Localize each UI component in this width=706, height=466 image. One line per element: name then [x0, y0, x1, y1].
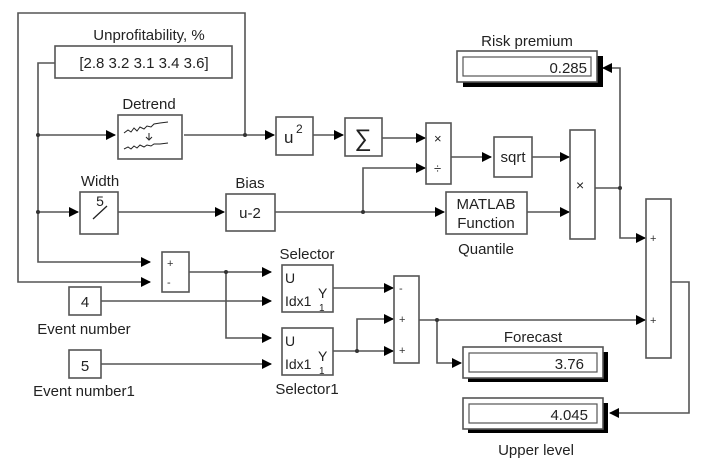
risk-premium-value: 0.285: [549, 60, 587, 77]
forecast-value: 3.76: [555, 356, 584, 373]
sqrt-block[interactable]: sqrt: [493, 136, 533, 178]
width-block[interactable]: Width 5: [79, 173, 119, 235]
matlab-line2: Function: [457, 215, 515, 232]
wire-bias-divide: [362, 163, 426, 212]
product-sign: ×: [576, 177, 584, 193]
wire-const-out: [37, 62, 151, 267]
selector1-port-u: U: [285, 333, 295, 349]
signal-lines: [17, 12, 690, 418]
detrend-block[interactable]: Detrend: [117, 96, 183, 160]
unprofitability-label: Unprofitability, %: [93, 27, 204, 44]
divide-sign: ÷: [434, 161, 441, 176]
width-value: 5: [96, 193, 104, 209]
selector1-port-y: Y: [318, 348, 328, 364]
wire-loop-top: [17, 12, 246, 287]
upper-level-display[interactable]: 4.045 Upper level: [462, 397, 608, 459]
square-block[interactable]: u 2: [275, 116, 314, 156]
detrend-label: Detrend: [122, 96, 175, 113]
bias-label: Bias: [235, 175, 264, 192]
selector1-port-idx: Idx1: [285, 356, 312, 372]
sum3-sign2: +: [399, 314, 405, 326]
square-text: u: [284, 128, 293, 147]
forecast-display[interactable]: Forecast 3.76: [462, 329, 608, 382]
selector-port-y: Y: [318, 285, 328, 301]
selector1-block[interactable]: U Idx1 Y 1 Selector1: [275, 327, 339, 398]
wire-to-risk-premium: [602, 63, 621, 188]
unprofitability-value: [2.8 3.2 3.1 3.4 3.6]: [79, 55, 208, 72]
event-number1-label: Event number1: [33, 383, 135, 400]
product-divide-block[interactable]: × ÷: [425, 122, 452, 185]
bias-text: u-2: [239, 205, 261, 222]
width-label: Width: [81, 173, 119, 190]
wire-to-sum2-plus1: [619, 188, 646, 243]
sum3-sign1: -: [399, 283, 403, 295]
unprofitability-constant-block[interactable]: Unprofitability, % [2.8 3.2 3.1 3.4 3.6]: [54, 27, 233, 79]
selector-port-u: U: [285, 270, 295, 286]
wire-sum3-forecast: [436, 320, 462, 368]
event-number-constant[interactable]: 4 Event number: [37, 286, 131, 338]
matlab-line1: MATLAB: [457, 196, 516, 213]
square-exponent: 2: [296, 122, 303, 136]
sum-of-elements-block[interactable]: ∑: [344, 117, 383, 157]
selector-label: Selector: [279, 246, 334, 263]
junctions: [36, 133, 622, 353]
risk-premium-label: Risk premium: [481, 33, 573, 50]
selector-port-idx: Idx1: [285, 293, 312, 309]
sum2-sign2: +: [650, 315, 656, 327]
selector-port-y-sub: 1: [319, 303, 325, 314]
width-slash-icon: [92, 205, 108, 220]
quantile-label: Quantile: [458, 241, 514, 258]
sigma-icon: ∑: [354, 125, 371, 152]
event-number-value: 4: [81, 294, 89, 311]
risk-premium-display[interactable]: Risk premium 0.285: [456, 33, 603, 87]
multiply-sign: ×: [434, 131, 442, 146]
sum2-block[interactable]: + +: [645, 198, 672, 359]
event-number1-value: 5: [81, 358, 89, 375]
wire-to-selector1-u: [225, 272, 272, 343]
sum2-sign1: +: [650, 233, 656, 245]
bias-block[interactable]: Bias u-2: [225, 175, 276, 232]
detrend-icon: [123, 121, 169, 150]
wire-selector1-sum3-a: [356, 314, 394, 351]
product-block[interactable]: ×: [569, 129, 596, 240]
sum3-sign3: +: [399, 345, 405, 357]
matlab-function-block[interactable]: MATLAB Function Quantile: [445, 191, 528, 258]
selector1-label: Selector1: [275, 381, 338, 398]
event-number-label: Event number: [37, 321, 130, 338]
sub-minus-sign: -: [167, 277, 171, 289]
sum3-block[interactable]: - + +: [393, 275, 420, 364]
subtract-block[interactable]: + -: [161, 251, 190, 293]
wire-sum2-upper: [609, 281, 690, 418]
selector1-port-y-sub: 1: [319, 366, 325, 377]
selector-block[interactable]: Selector U Idx1 Y 1: [279, 246, 334, 314]
event-number1-constant[interactable]: 5 Event number1: [33, 349, 135, 400]
sqrt-text: sqrt: [500, 149, 526, 166]
upper-level-label: Upper level: [498, 442, 574, 459]
sub-plus-sign: +: [167, 258, 173, 270]
upper-level-value: 4.045: [550, 407, 588, 424]
forecast-label: Forecast: [504, 329, 563, 346]
